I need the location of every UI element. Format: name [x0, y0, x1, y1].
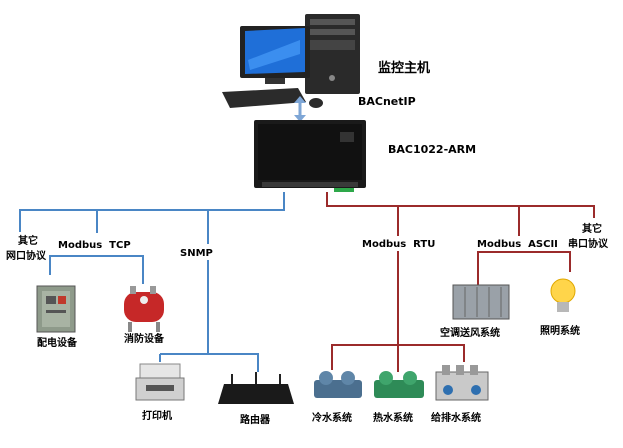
chiller-icon: [314, 371, 362, 398]
monitoring-host-computer: [222, 14, 360, 108]
router-icon: [218, 372, 294, 404]
serial-lines: [326, 192, 595, 372]
bacnet-ip-label: BACnetIP: [358, 95, 416, 108]
light-bulb-icon: [550, 278, 576, 312]
bac1022-controller: [254, 120, 366, 192]
printer-icon: [135, 363, 185, 401]
other-serial-protocol-label-line2: 串口协议: [568, 237, 609, 250]
other-network-protocol-label-line1: 其它: [18, 234, 38, 247]
computer-tower: [305, 14, 360, 94]
modbus-ascii-label: Modbus ASCII: [477, 239, 558, 250]
power-distribution-cabinet-icon: [36, 285, 76, 333]
modbus-tcp-label: Modbus TCP: [58, 240, 131, 251]
fire-protection-icon: [124, 286, 164, 332]
fire-protection-label: 消防设备: [124, 332, 165, 345]
power-distribution-label: 配电设备: [37, 336, 78, 349]
chilled-water-label: 冷水系统: [312, 411, 352, 424]
hvac-unit-icon: [452, 284, 510, 320]
water-supply-drainage-label: 给排水系统: [431, 411, 481, 424]
mouse: [309, 98, 323, 108]
host-label: 监控主机: [378, 60, 430, 76]
modbus-rtu-label: Modbus RTU: [362, 239, 435, 250]
hot-water-label: 热水系统: [373, 411, 413, 424]
hvac-label: 空调送风系统: [440, 326, 500, 339]
network-lines: [19, 192, 285, 372]
other-serial-protocol-label-line1: 其它: [582, 222, 602, 235]
snmp-label: SNMP: [180, 248, 213, 259]
bacnet-ip-arrow: [294, 96, 306, 122]
water-supply-pump-icon: [435, 365, 489, 401]
other-network-protocol-label-line2: 网口协议: [6, 249, 47, 262]
keyboard: [222, 88, 306, 108]
printer-label: 打印机: [142, 409, 172, 422]
lighting-label: 照明系统: [540, 324, 580, 337]
router-label: 路由器: [240, 413, 271, 426]
hot-water-unit-icon: [374, 371, 424, 398]
controller-label: BAC1022-ARM: [388, 143, 476, 156]
